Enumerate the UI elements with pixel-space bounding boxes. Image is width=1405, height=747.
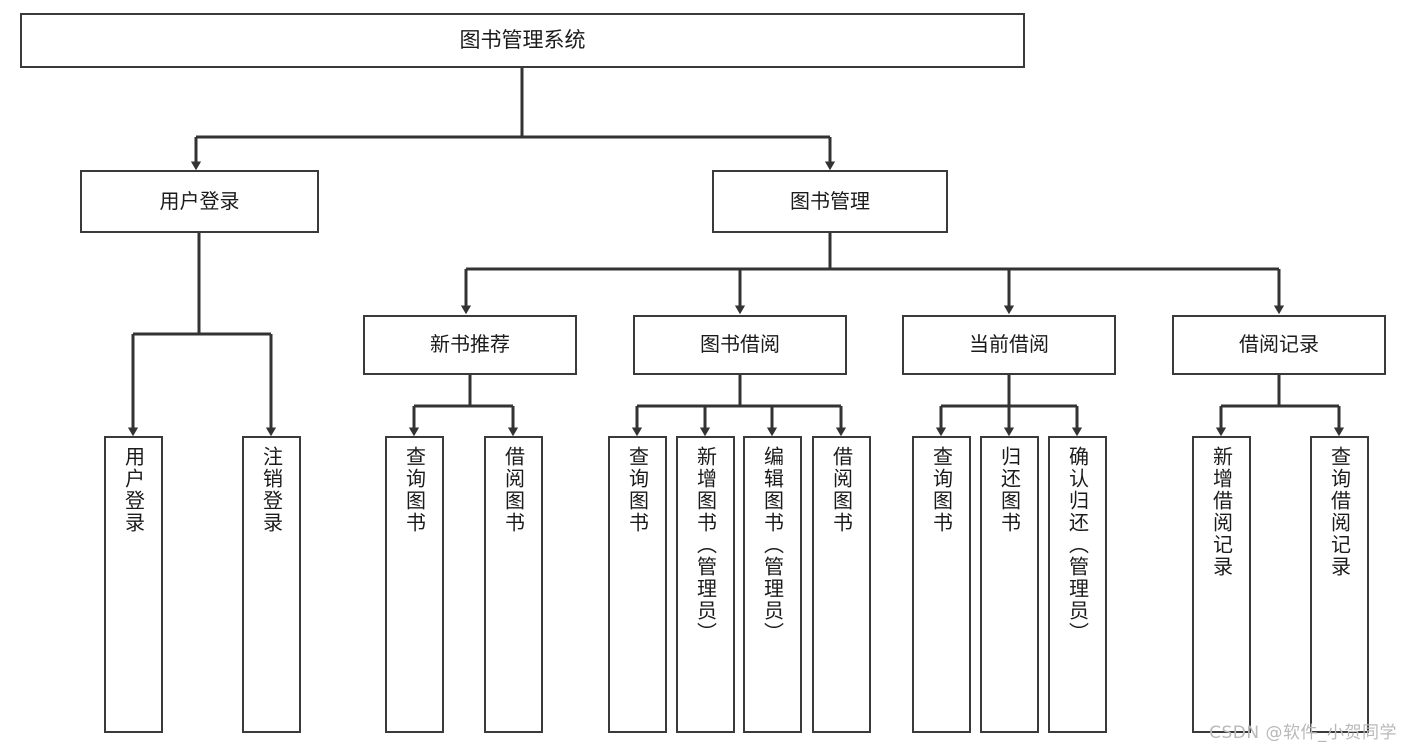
node-leaf-confirm-return-label: 确认归还（管理员） bbox=[1065, 446, 1090, 644]
node-leaf-add-record[interactable]: 新增借阅记录 bbox=[1192, 436, 1251, 733]
node-leaf-query-record[interactable]: 查询借阅记录 bbox=[1310, 436, 1369, 733]
node-leaf-query-book-1-label: 查询图书 bbox=[402, 446, 427, 534]
node-new-book-recommend-label: 新书推荐 bbox=[430, 332, 510, 357]
node-leaf-user-login-label: 用户登录 bbox=[121, 446, 146, 534]
node-leaf-user-login[interactable]: 用户登录 bbox=[104, 436, 163, 733]
node-borrow-record[interactable]: 借阅记录 bbox=[1172, 315, 1386, 375]
node-leaf-edit-book[interactable]: 编辑图书（管理员） bbox=[743, 436, 802, 733]
node-leaf-borrow-book-1[interactable]: 借阅图书 bbox=[484, 436, 543, 733]
node-leaf-edit-book-label: 编辑图书（管理员） bbox=[760, 446, 785, 644]
node-leaf-query-record-label: 查询借阅记录 bbox=[1327, 446, 1352, 578]
node-user-login[interactable]: 用户登录 bbox=[80, 170, 319, 233]
node-current-borrow[interactable]: 当前借阅 bbox=[902, 315, 1116, 375]
node-leaf-query-book-3-label: 查询图书 bbox=[929, 446, 954, 534]
node-book-borrow[interactable]: 图书借阅 bbox=[633, 315, 847, 375]
node-book-management[interactable]: 图书管理 bbox=[712, 170, 948, 233]
node-borrow-record-label: 借阅记录 bbox=[1239, 332, 1319, 357]
node-book-management-label: 图书管理 bbox=[790, 188, 870, 213]
node-leaf-borrow-book-2-label: 借阅图书 bbox=[829, 446, 854, 534]
node-current-borrow-label: 当前借阅 bbox=[969, 332, 1049, 357]
node-leaf-return-book[interactable]: 归还图书 bbox=[980, 436, 1039, 733]
node-book-borrow-label: 图书借阅 bbox=[700, 332, 780, 357]
node-leaf-add-book[interactable]: 新增图书（管理员） bbox=[676, 436, 735, 733]
node-user-login-label: 用户登录 bbox=[159, 188, 240, 213]
node-leaf-borrow-book-1-label: 借阅图书 bbox=[501, 446, 526, 534]
node-leaf-query-book-2-label: 查询图书 bbox=[625, 446, 650, 534]
node-leaf-add-book-label: 新增图书（管理员） bbox=[693, 446, 718, 644]
csdn-watermark: CSDN @软件_小贺同学 bbox=[1209, 723, 1397, 743]
node-leaf-query-book-1[interactable]: 查询图书 bbox=[385, 436, 444, 733]
node-leaf-logout-login[interactable]: 注销登录 bbox=[242, 436, 301, 733]
node-root[interactable]: 图书管理系统 bbox=[20, 13, 1025, 68]
node-leaf-return-book-label: 归还图书 bbox=[997, 446, 1022, 534]
node-root-label: 图书管理系统 bbox=[459, 28, 586, 53]
node-new-book-recommend[interactable]: 新书推荐 bbox=[363, 315, 577, 375]
node-leaf-confirm-return[interactable]: 确认归还（管理员） bbox=[1048, 436, 1107, 733]
node-leaf-borrow-book-2[interactable]: 借阅图书 bbox=[812, 436, 871, 733]
node-leaf-query-book-3[interactable]: 查询图书 bbox=[912, 436, 971, 733]
node-leaf-logout-login-label: 注销登录 bbox=[259, 446, 284, 534]
node-leaf-query-book-2[interactable]: 查询图书 bbox=[608, 436, 667, 733]
node-leaf-add-record-label: 新增借阅记录 bbox=[1209, 446, 1234, 578]
